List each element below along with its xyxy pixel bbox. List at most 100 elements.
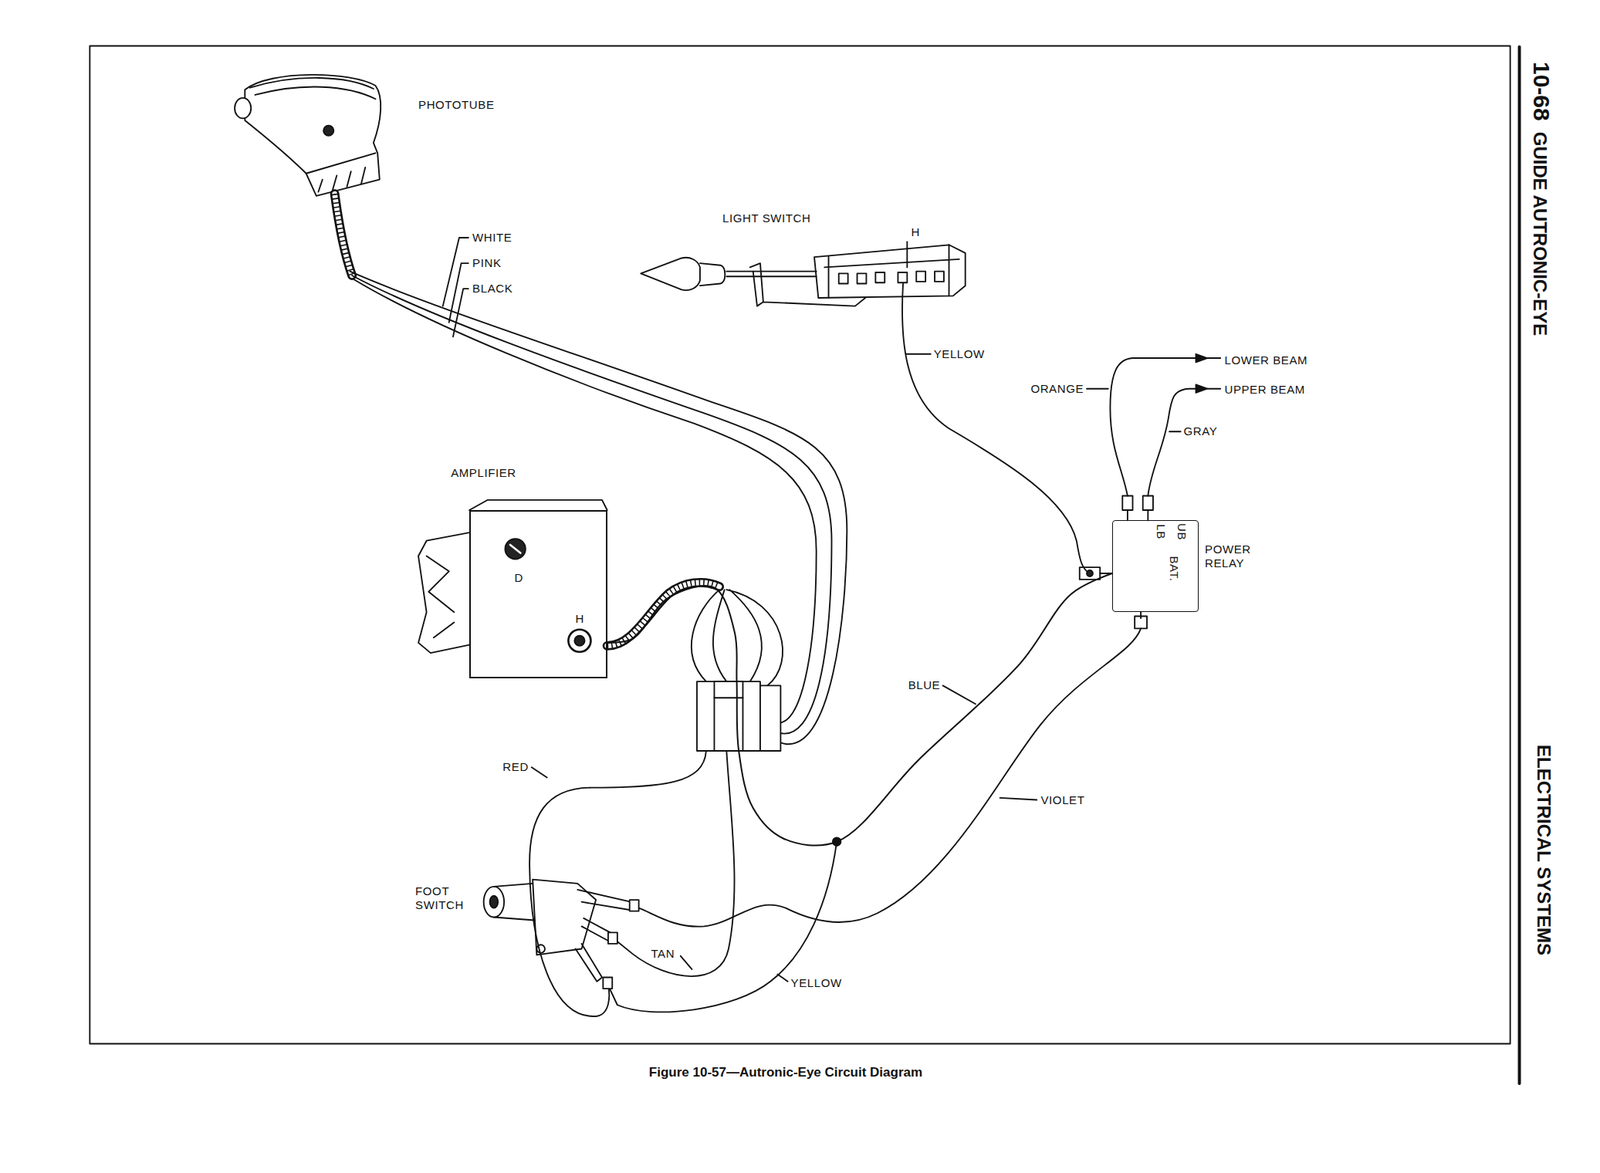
relay-terminal: [1086, 570, 1093, 577]
relay-terminal: [1134, 616, 1147, 630]
adjust-screw: [510, 544, 521, 554]
page-frame: [89, 45, 1510, 1044]
amplifier-bracket: [426, 556, 455, 639]
switch-terminal: [857, 273, 867, 284]
coiled-cable: [334, 193, 352, 276]
wire: [1147, 389, 1196, 497]
foot-switch-plunger: [483, 886, 505, 918]
switch-body: [824, 244, 960, 298]
wire-color-label: BLUE: [908, 679, 941, 693]
terminal-mark: H: [575, 612, 584, 626]
part-label: ORANGE: [1030, 382, 1084, 396]
part-label: LIGHT SWITCH: [722, 211, 811, 225]
part-label: PHOTOTUBE: [418, 98, 494, 112]
terminal-mark: BAT.: [1167, 556, 1181, 582]
wire: [351, 275, 832, 735]
leader-line: [531, 685, 1037, 981]
page-header: 10-68GUIDE AUTRONIC-EYE: [1529, 61, 1553, 347]
part-label: WHITE: [472, 230, 512, 244]
foot-switch-terminal: [602, 977, 613, 990]
wire: [529, 750, 707, 1017]
wire: [902, 284, 1090, 574]
relay-terminal: [1079, 567, 1100, 580]
page-header: ELECTRICAL SYSTEMS: [1534, 744, 1553, 967]
foot-switch-plate: [532, 879, 596, 956]
wire: [616, 750, 735, 977]
switch-shaft: [726, 271, 816, 278]
part-label: FOOT SWITCH: [415, 884, 465, 912]
wire: [607, 573, 1113, 846]
wire: [349, 271, 847, 745]
arrowhead: [1195, 354, 1208, 363]
switch-body: [814, 244, 966, 298]
phototube-housing: [244, 74, 381, 197]
part-label: UPPER BEAM: [1224, 382, 1305, 396]
foot-switch-screw: [536, 944, 545, 954]
amplifier-box: AMPLIFIERDH: [469, 510, 607, 679]
switch-knob: [700, 263, 725, 286]
margin-rule: [1518, 47, 1522, 1084]
terminal-mark: UB: [1174, 523, 1188, 541]
part-label: PINK: [472, 256, 501, 270]
drawing-group: [89, 45, 1519, 1084]
amplifier-bracket: [418, 532, 470, 653]
foot-switch-strap: [575, 889, 631, 982]
connector-block: [713, 681, 743, 698]
socket: [574, 635, 585, 647]
header-text: GUIDE AUTRONIC-EYE: [1529, 131, 1551, 336]
coiled-cable: [334, 193, 352, 276]
header-text: 10-68: [1528, 61, 1555, 122]
amplifier-top: [469, 500, 607, 511]
phototube-screw: [323, 125, 334, 136]
foot-switch-plunger: [490, 896, 499, 909]
switch-knob: [640, 257, 701, 291]
coiled-cable: [334, 193, 352, 276]
power-relay-box: POWER RELAYUBLBBAT.: [1112, 520, 1199, 613]
relay-terminal: [1122, 496, 1133, 511]
switch-terminal: [934, 271, 944, 282]
component-name: AMPLIFIER: [450, 466, 517, 480]
switch-terminal: [916, 271, 926, 282]
part-label: VIOLET: [1041, 793, 1086, 807]
leader-line: [443, 237, 469, 337]
switch-terminal: [838, 273, 849, 284]
connector-block: [696, 681, 761, 751]
switch-terminal: [875, 272, 885, 283]
component-name: POWER RELAY: [1204, 542, 1255, 570]
socket: [568, 629, 591, 653]
leader-line: [906, 241, 908, 268]
leader-line: [1086, 389, 1181, 433]
wire: [354, 279, 817, 723]
connector-block: [760, 685, 781, 751]
part-label: YELLOW: [791, 977, 843, 991]
terminal-mark: D: [514, 571, 523, 585]
part-label: LOWER BEAM: [1224, 353, 1308, 367]
relay-terminal: [1099, 510, 1148, 619]
terminal-mark: LB: [1153, 524, 1168, 540]
phototube-grip: [317, 167, 366, 193]
part-label: RED: [502, 761, 528, 775]
switch-terminal: [897, 272, 907, 283]
relay-terminal: [1143, 496, 1154, 511]
adjust-screw: [504, 538, 525, 559]
foot-switch-terminal: [629, 899, 640, 912]
part-label: GRAY: [1183, 425, 1218, 439]
phototube-ridge: [250, 77, 376, 174]
part-label: TAN: [650, 947, 675, 961]
leader-line: [906, 353, 931, 356]
switch-bracket: [750, 263, 866, 307]
figure-caption: Figure 10-57—Autronic-Eye Circuit Diagra…: [649, 1065, 923, 1081]
coiled-cable: [607, 582, 720, 647]
phototube-lens: [234, 98, 251, 119]
header-text: ELECTRICAL SYSTEMS: [1533, 744, 1555, 956]
foot-switch-terminal: [608, 932, 618, 944]
coiled-cable: [607, 582, 720, 647]
wire: [1207, 388, 1221, 390]
wire: [1207, 357, 1221, 359]
coiled-cable: [607, 582, 720, 647]
arrowhead: [1195, 384, 1208, 393]
part-label: BLACK: [472, 282, 513, 296]
